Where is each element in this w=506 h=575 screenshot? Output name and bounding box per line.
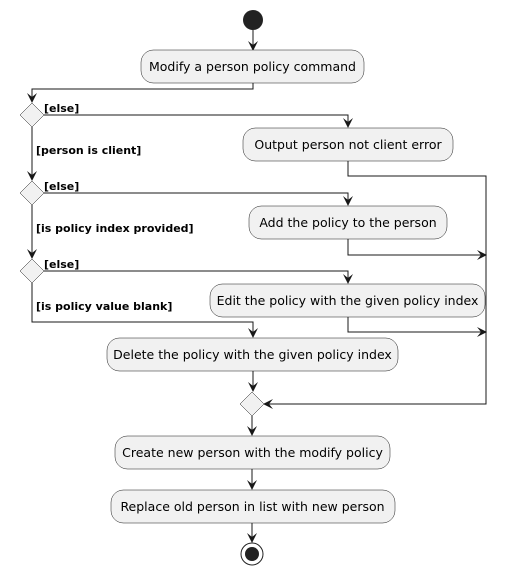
decision-person-is-client — [19, 102, 45, 128]
guard-policy-index-provided: [is policy index provided] — [36, 222, 194, 235]
edge-decision-3-to-delete — [31, 283, 258, 338]
edge-decision-2-else — [44, 192, 353, 206]
action-replace-person: Replace old person in list with new pers… — [110, 489, 396, 524]
edge-add-to-merge — [347, 239, 487, 260]
action-add-policy: Add the policy to the person — [248, 205, 448, 240]
edge-error-to-merge — [263, 161, 487, 409]
edge-edit-to-merge — [347, 317, 487, 337]
action-delete-policy-label: Delete the policy with the given policy … — [113, 347, 392, 362]
action-not-client-error-label: Output person not client error — [254, 137, 442, 152]
edge-decision-1-else — [44, 114, 353, 128]
decision-policy-index-provided — [19, 180, 45, 206]
action-modify-command: Modify a person policy command — [140, 49, 365, 84]
end-node — [240, 542, 264, 566]
guard-policy-value-blank: [is policy value blank] — [36, 300, 172, 313]
edge-modify-to-decision-1 — [27, 83, 254, 103]
merge-node — [239, 391, 265, 417]
action-edit-policy-label: Edit the policy with the given policy in… — [217, 293, 479, 308]
action-create-person-label: Create new person with the modify policy — [122, 445, 383, 460]
start-node — [243, 10, 263, 30]
guard-else-2: [else] — [44, 180, 79, 193]
action-delete-policy: Delete the policy with the given policy … — [106, 337, 399, 372]
guard-else-1: [else] — [44, 102, 79, 115]
decision-policy-value-blank — [19, 258, 45, 284]
guard-person-is-client: [person is client] — [36, 144, 141, 157]
action-edit-policy: Edit the policy with the given policy in… — [209, 283, 486, 318]
action-not-client-error: Output person not client error — [242, 127, 454, 162]
guard-else-3: [else] — [44, 258, 79, 271]
edge-decision-3-else — [44, 270, 353, 284]
action-replace-person-label: Replace old person in list with new pers… — [120, 499, 384, 514]
action-modify-command-label: Modify a person policy command — [149, 59, 356, 74]
action-create-person: Create new person with the modify policy — [114, 435, 391, 470]
action-add-policy-label: Add the policy to the person — [259, 215, 436, 230]
